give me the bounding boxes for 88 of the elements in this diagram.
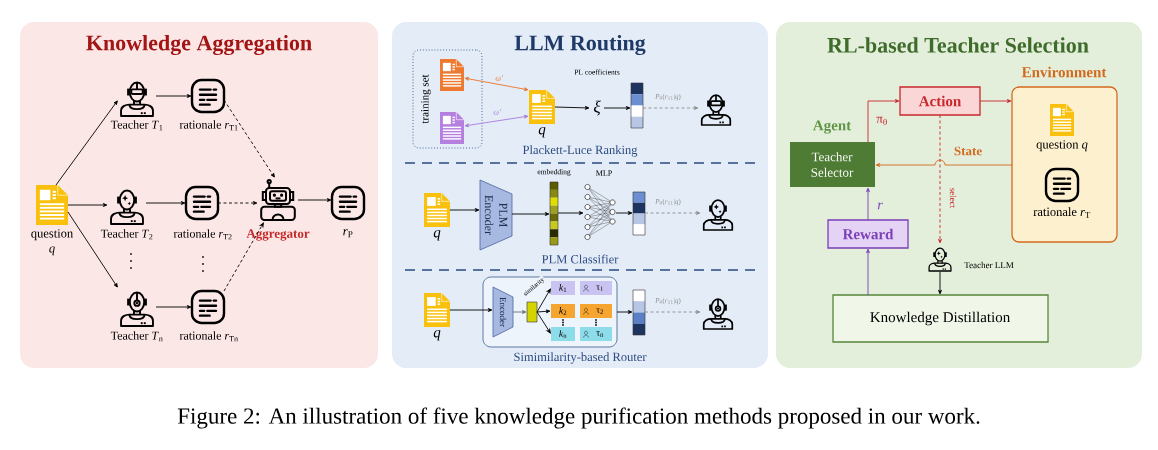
icon-caption: question q xyxy=(1036,140,1088,152)
arrow xyxy=(449,308,493,312)
panel-title: LLM Routing xyxy=(514,34,646,56)
arrow xyxy=(875,159,1013,167)
icon-caption: Aggregator xyxy=(246,229,310,241)
arrow xyxy=(536,288,551,313)
icon-caption: Teacher T$_{2}$ xyxy=(100,229,153,240)
edge-label: ω' xyxy=(494,74,504,82)
arrow xyxy=(644,211,701,215)
arrow xyxy=(866,248,870,296)
reward-box: Reward xyxy=(827,219,909,249)
symbol-label: ξ xyxy=(593,100,601,116)
arrow xyxy=(155,94,192,98)
arrow xyxy=(554,105,590,110)
edge-label: r xyxy=(876,201,884,211)
edge-label: ω' xyxy=(492,108,502,116)
key-box: k$_{n}$ xyxy=(551,327,575,341)
arrow xyxy=(642,106,699,110)
arrow xyxy=(155,305,192,309)
box-heading: Environment xyxy=(1021,66,1107,78)
panel-title: RL-based Teacher Selection xyxy=(827,37,1089,53)
arrow xyxy=(979,99,1012,103)
teacher-icon xyxy=(700,94,732,126)
teacher-slot: τ$_{n}$ xyxy=(580,327,612,341)
arrow xyxy=(67,211,118,288)
arrow xyxy=(536,309,551,314)
arrow xyxy=(449,208,480,212)
agent-box: Teacher Selector xyxy=(790,142,875,187)
icon-caption: rationale r$_{Tn}$ xyxy=(179,331,238,342)
arrow xyxy=(603,106,631,110)
key-box: k$_{2}$ xyxy=(551,304,575,318)
arrow xyxy=(67,203,108,207)
arrow xyxy=(512,310,527,314)
arrow xyxy=(938,271,942,295)
arrow xyxy=(867,99,900,143)
arrow xyxy=(464,114,529,128)
section-label: Simimilarity-based Router xyxy=(514,352,647,364)
box-heading: Agent xyxy=(813,120,852,134)
panel-title: Knowledge Aggregation xyxy=(86,34,312,56)
arrow xyxy=(223,222,264,292)
document-icon xyxy=(440,58,465,91)
arrow xyxy=(644,310,701,314)
action-box: Action xyxy=(899,86,981,116)
arrow xyxy=(938,114,942,244)
teacher-icon xyxy=(702,199,734,231)
arrow xyxy=(223,99,275,178)
icon-caption: question q xyxy=(31,229,73,256)
icon-caption: q xyxy=(433,230,441,241)
icon-caption: q xyxy=(433,330,441,341)
dotted-box: training set xyxy=(412,49,483,149)
bar-caption: MLP xyxy=(596,170,612,176)
vector-bar xyxy=(630,82,644,129)
section-label: PLM Classifier xyxy=(542,254,619,264)
arrow xyxy=(536,311,551,334)
icon-caption: Teacher T$_{1}$ xyxy=(110,120,163,131)
edge-label: select xyxy=(948,186,958,210)
vector-bar xyxy=(632,191,646,236)
vector-bar xyxy=(632,289,646,336)
arrow xyxy=(616,310,633,314)
edge-label: π$_{θ}$ xyxy=(875,115,889,127)
icon-caption: Teacher LLM xyxy=(964,261,1014,269)
figure-caption: Figure 2: An illustration of five knowledge purification methods proposed in our work. xyxy=(177,407,980,429)
arrow xyxy=(145,201,186,205)
arrow xyxy=(511,212,550,216)
icon-caption: rationale r$_{T1}$ xyxy=(179,120,238,131)
icon-caption: rationale r$_{T2}$ xyxy=(173,229,232,240)
arrow xyxy=(557,211,584,215)
vector-bar xyxy=(526,301,538,323)
key-box: k$_{1}$ xyxy=(551,281,575,295)
encoder-block: Encoder xyxy=(492,286,514,338)
icon-caption: Teacher T$_{n}$ xyxy=(110,331,163,342)
arrow xyxy=(55,100,118,186)
process-box: Knowledge Distillation xyxy=(832,294,1049,343)
arrow xyxy=(217,201,258,205)
arrow xyxy=(615,211,633,215)
document-icon xyxy=(440,111,465,144)
edge-label: State xyxy=(952,145,984,157)
arrow xyxy=(464,76,529,92)
icon-caption: q xyxy=(538,127,546,138)
teacher-icon xyxy=(702,298,734,330)
teacher-slot: τ$_{1}$ xyxy=(580,281,612,295)
teacher-slot: τ$_{2}$ xyxy=(580,304,612,318)
encoder-block: PLM Encoder xyxy=(479,179,513,251)
icon-caption: rationale r$_{T}$ xyxy=(1033,207,1091,218)
icon-caption: r$_{P}$ xyxy=(343,229,353,238)
arrow xyxy=(297,198,332,202)
section-label: Plackett-Luce Ranking xyxy=(522,145,638,157)
arrow xyxy=(866,187,870,221)
